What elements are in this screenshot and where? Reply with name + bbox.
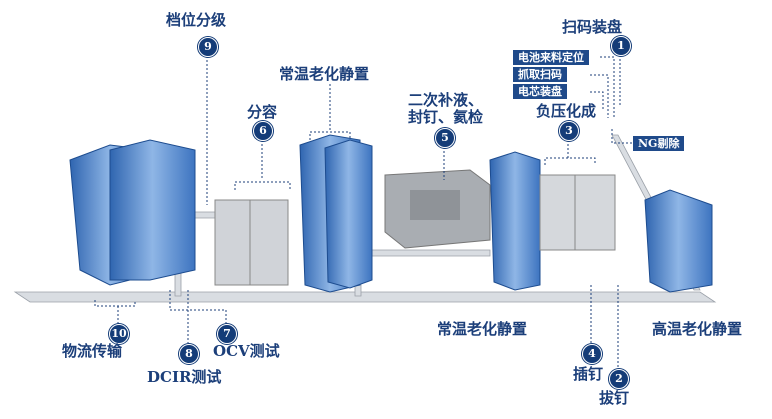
rack-left <box>69 139 196 286</box>
scan-tray-badge: 1 <box>611 36 631 56</box>
grading-label: 档位分级 <box>166 11 227 29</box>
formation-label: 负压化成 <box>536 102 597 120</box>
pin-insert-label: 插钉 <box>573 365 604 383</box>
formation-badge: 3 <box>559 121 579 141</box>
capacity-label: 分容 <box>247 103 278 121</box>
scan-tray-label: 扫码装盘 <box>562 18 623 36</box>
logistics-label: 物流传输 <box>62 342 123 360</box>
refill-building <box>384 169 491 249</box>
callout-cell-tray: 电芯装盘 <box>513 84 567 99</box>
logistics-badge: 10 <box>109 324 129 344</box>
pin-insert-badge: 4 <box>582 344 602 364</box>
ocv-label: OCV测试 <box>213 342 280 360</box>
rack-aging-bottom <box>489 151 541 291</box>
refill-label-1: 二次补液、 <box>408 91 484 109</box>
dcir-badge: 8 <box>179 344 199 364</box>
pin-remove-badge: 2 <box>609 369 629 389</box>
formation-machines <box>539 174 616 251</box>
refill-badge: 5 <box>435 128 455 148</box>
rack-high-temp <box>644 189 713 293</box>
dcir-label: DCIR测试 <box>147 368 222 386</box>
rack-aging-top <box>299 134 373 293</box>
aging-bottom-label: 常温老化静置 <box>437 320 528 338</box>
pin-remove-label: 拔钉 <box>599 389 630 407</box>
ocv-badge: 7 <box>217 324 237 344</box>
callout-grab-scan: 抓取扫码 <box>513 67 567 82</box>
callout-positioning: 电池来料定位 <box>513 50 589 65</box>
callout-ng-reject: NG剔除 <box>633 136 685 151</box>
refill-label-2: 封钉、氦检 <box>408 108 484 126</box>
aging-top-label: 常温老化静置 <box>279 65 370 83</box>
grading-badge: 9 <box>198 37 218 57</box>
capacity-machines <box>214 199 289 286</box>
leader-lines <box>94 55 632 369</box>
capacity-badge: 6 <box>253 121 273 141</box>
high-temp-aging-label: 高温老化静置 <box>652 320 743 338</box>
